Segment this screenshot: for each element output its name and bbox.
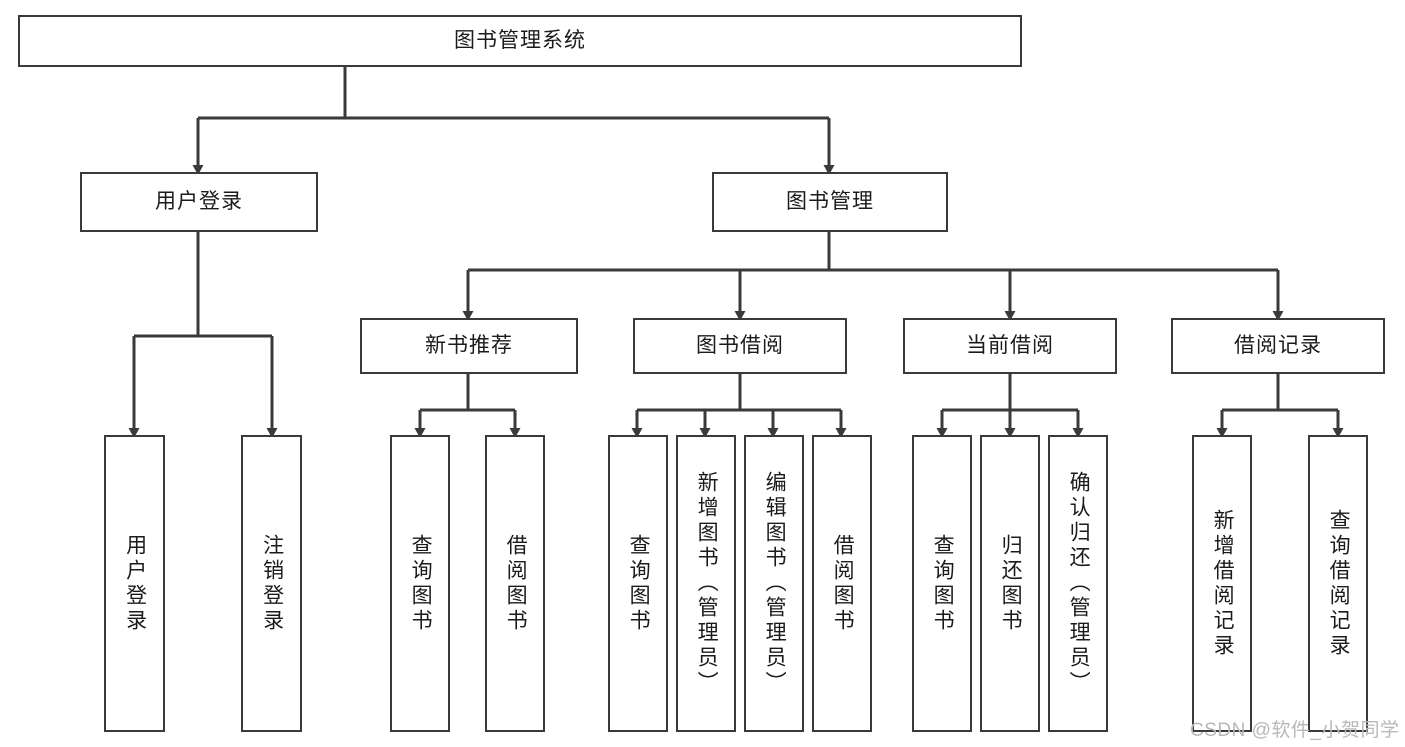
node-user-login-label: 用户登录 bbox=[155, 190, 243, 214]
node-book-manage-label: 图书管理 bbox=[786, 190, 874, 214]
node-leaf-query-book-1[interactable]: 查询图书 bbox=[390, 435, 450, 732]
node-borrow-record-label: 借阅记录 bbox=[1234, 334, 1322, 358]
node-leaf-query-book-2-label: 查询图书 bbox=[627, 533, 651, 634]
node-leaf-query-book-1-label: 查询图书 bbox=[409, 533, 433, 634]
node-leaf-add-book-label: 新增图书（管理员） bbox=[695, 471, 719, 696]
node-leaf-borrow-book-2-label: 借阅图书 bbox=[831, 533, 855, 634]
node-leaf-logout-login[interactable]: 注销登录 bbox=[241, 435, 302, 732]
node-leaf-borrow-book-1-label: 借阅图书 bbox=[504, 533, 528, 634]
node-leaf-confirm-return-label: 确认归还（管理员） bbox=[1067, 471, 1091, 696]
node-leaf-return-book[interactable]: 归还图书 bbox=[980, 435, 1040, 732]
node-leaf-query-record-label: 查询借阅记录 bbox=[1327, 508, 1351, 659]
node-current-borrow[interactable]: 当前借阅 bbox=[903, 318, 1117, 374]
node-leaf-add-record-label: 新增借阅记录 bbox=[1211, 508, 1235, 659]
node-leaf-logout-login-label: 注销登录 bbox=[260, 533, 284, 634]
node-book-borrow[interactable]: 图书借阅 bbox=[633, 318, 847, 374]
node-leaf-edit-book[interactable]: 编辑图书（管理员） bbox=[744, 435, 804, 732]
node-leaf-query-record[interactable]: 查询借阅记录 bbox=[1308, 435, 1368, 732]
node-leaf-query-book-2[interactable]: 查询图书 bbox=[608, 435, 668, 732]
node-leaf-edit-book-label: 编辑图书（管理员） bbox=[763, 471, 787, 696]
node-book-manage[interactable]: 图书管理 bbox=[712, 172, 948, 232]
node-leaf-add-book[interactable]: 新增图书（管理员） bbox=[676, 435, 736, 732]
node-leaf-return-book-label: 归还图书 bbox=[999, 533, 1023, 634]
node-root-label: 图书管理系统 bbox=[454, 29, 586, 53]
node-user-login[interactable]: 用户登录 bbox=[80, 172, 318, 232]
node-new-book-recommend-label: 新书推荐 bbox=[425, 334, 513, 358]
node-leaf-add-record[interactable]: 新增借阅记录 bbox=[1192, 435, 1252, 732]
node-book-borrow-label: 图书借阅 bbox=[696, 334, 784, 358]
node-new-book-recommend[interactable]: 新书推荐 bbox=[360, 318, 578, 374]
node-current-borrow-label: 当前借阅 bbox=[966, 334, 1054, 358]
node-leaf-user-login[interactable]: 用户登录 bbox=[104, 435, 165, 732]
node-leaf-confirm-return[interactable]: 确认归还（管理员） bbox=[1048, 435, 1108, 732]
node-root[interactable]: 图书管理系统 bbox=[18, 15, 1022, 67]
node-borrow-record[interactable]: 借阅记录 bbox=[1171, 318, 1385, 374]
node-leaf-user-login-label: 用户登录 bbox=[123, 533, 147, 634]
watermark: CSDN @软件_小贺同学 bbox=[1190, 720, 1400, 741]
node-leaf-query-book-3-label: 查询图书 bbox=[931, 533, 955, 634]
node-leaf-query-book-3[interactable]: 查询图书 bbox=[912, 435, 972, 732]
node-leaf-borrow-book-2[interactable]: 借阅图书 bbox=[812, 435, 872, 732]
node-leaf-borrow-book-1[interactable]: 借阅图书 bbox=[485, 435, 545, 732]
